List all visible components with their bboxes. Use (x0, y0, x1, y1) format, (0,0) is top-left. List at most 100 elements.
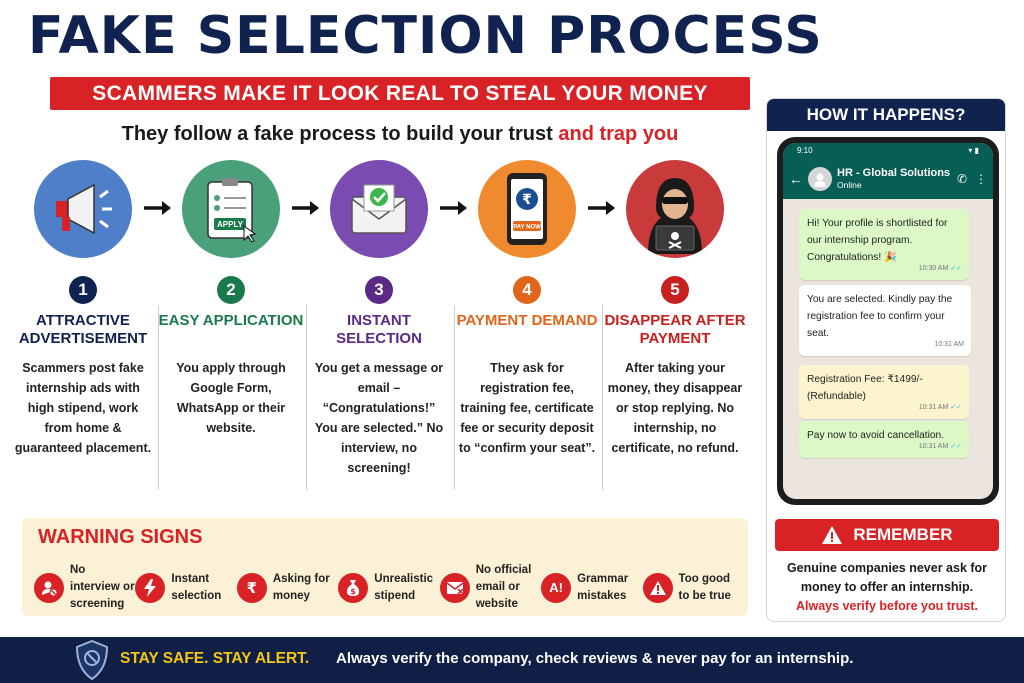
step-number: 2 (217, 276, 245, 304)
warning-sign: A! Grammar mistakes (541, 562, 642, 613)
warning-sign: $ Unrealistic stipend (338, 562, 439, 613)
remember-text: Genuine companies never ask for money to… (773, 559, 1001, 616)
warning-sign: ₹ Asking for money (236, 562, 338, 613)
lightning-icon (135, 572, 166, 603)
phone-call-icon[interactable]: ✆ (956, 172, 967, 186)
warning-sign-label: Asking for money (272, 572, 330, 602)
step-number: 5 (661, 276, 689, 304)
pay-now-button-label: PAY NOW (513, 225, 541, 231)
warning-sign: Instant selection (135, 562, 236, 613)
divider (602, 305, 603, 490)
chat-name: HR - Global Solutions (837, 167, 951, 179)
status-time: 9:10 (797, 146, 813, 155)
warning-sign-label: Instant selection (171, 572, 222, 602)
message-text: Hi! Your profile is shortlisted for our … (807, 218, 948, 263)
read-ticks-icon: ✓✓ (950, 265, 962, 272)
tagline: They follow a fake process to build your… (50, 123, 750, 146)
message-text: Pay now to avoid cancellation. (807, 430, 945, 441)
arrow-right-icon (438, 198, 468, 218)
svg-text:$: $ (350, 587, 356, 596)
envelope-check-icon (330, 160, 428, 258)
alert-triangle-icon (642, 572, 673, 603)
step-title: EASY APPLICATION (158, 312, 304, 329)
step-body: They ask for registration fee, training … (458, 361, 596, 455)
step-1: 1 ATTRACTIVE ADVERTISEMENT Scammers post… (10, 160, 156, 458)
warning-signs-box: WARNING SIGNS No interview or screening … (22, 518, 748, 616)
signal-battery-icon: ▾ ▮ (968, 146, 979, 155)
hacker-icon (626, 160, 724, 258)
footer-text: Always verify the company, check reviews… (336, 650, 854, 667)
chat-header: ← HR - Global Solutions Online ✆ ⋮ (783, 159, 993, 199)
warning-sign-label: Grammar mistakes (577, 572, 629, 602)
chat-status: Online (837, 180, 862, 190)
step-number: 3 (365, 276, 393, 304)
divider (306, 305, 307, 490)
remember-body: Genuine companies never ask for money to… (786, 561, 988, 594)
chat-screen: 9:10 ▾ ▮ ← HR - Global Solutions Online … (783, 143, 993, 499)
divider (454, 305, 455, 490)
grammar-icon: A! (541, 572, 572, 603)
phone-mockup: 9:10 ▾ ▮ ← HR - Global Solutions Online … (777, 137, 999, 505)
more-menu-icon[interactable]: ⋮ (975, 172, 987, 186)
warning-sign-label: Too good to be true (678, 572, 731, 602)
back-arrow-icon[interactable]: ← (789, 171, 803, 187)
no-interview-icon (34, 572, 64, 603)
arrow-right-icon (586, 198, 616, 218)
warning-sign-label: No official email or website (475, 564, 532, 610)
divider (158, 305, 159, 490)
read-ticks-icon: ✓✓ (950, 443, 962, 450)
remember-title: REMEMBER (853, 525, 953, 544)
step-number: 1 (69, 276, 97, 304)
chat-message: Hi! Your profile is shortlisted for our … (799, 209, 969, 280)
tagline-accent: and trap you (558, 123, 679, 145)
step-2: APPLY 2 EASY APPLICATION You apply throu… (158, 160, 304, 438)
step-title: INSTANT SELECTION (336, 312, 422, 347)
remember-accent: Always verify before you trust. (795, 599, 978, 613)
footer-alert: STAY SAFE. STAY ALERT. (120, 650, 310, 667)
step-4: ₹ PAY NOW 4 PAYMENT DEMAND They ask for … (454, 160, 600, 458)
step-body: Scammers post fake internship ads with h… (14, 361, 152, 455)
warning-signs-list: No interview or screening Instant select… (34, 562, 744, 613)
warning-sign-label: No interview or screening (70, 564, 135, 610)
page-title: FAKE SELECTION PROCESS (28, 6, 823, 66)
subtitle-banner: SCAMMERS MAKE IT LOOK REAL TO STEAL YOUR… (50, 77, 750, 110)
alert-triangle-icon (822, 526, 843, 544)
status-bar: 9:10 ▾ ▮ (783, 143, 993, 159)
apply-button-label: APPLY (217, 220, 244, 229)
arrow-right-icon (290, 198, 320, 218)
warning-sign: Too good to be true (642, 562, 744, 613)
process-steps: 1 ATTRACTIVE ADVERTISEMENT Scammers post… (10, 160, 748, 500)
panel-title: HOW IT HAPPENS? (767, 99, 1005, 131)
warning-title: WARNING SIGNS (38, 526, 203, 548)
step-3: 3 INSTANT SELECTION You get a message or… (306, 160, 452, 478)
no-email-icon (439, 572, 470, 603)
message-text: Registration Fee: ₹1499/- (Refundable) (807, 374, 923, 402)
phone-rupee-icon: ₹ PAY NOW (478, 160, 576, 258)
step-5: 5 DISAPPEAR AFTER PAYMENT After taking y… (602, 160, 748, 458)
shield-icon (75, 639, 109, 681)
message-time: 10:31 AM (934, 341, 964, 348)
message-text: You are selected. Kindly pay the registr… (807, 294, 953, 339)
money-bag-icon: $ (338, 572, 369, 603)
chat-message: You are selected. Kindly pay the registr… (799, 285, 971, 356)
rupee-icon: ₹ (236, 572, 267, 603)
form-icon: APPLY (182, 160, 280, 258)
step-body: After taking your money, they disappear … (607, 361, 743, 455)
footer-bar: STAY SAFE. STAY ALERT. Always verify the… (0, 637, 1024, 683)
tagline-main: They follow a fake process to build your… (121, 123, 553, 145)
svg-text:₹: ₹ (522, 192, 532, 208)
warning-sign-label: Unrealistic stipend (374, 572, 434, 602)
avatar (808, 167, 832, 191)
remember-banner: REMEMBER (775, 519, 999, 551)
step-title: ATTRACTIVE ADVERTISEMENT (18, 312, 148, 347)
message-time: 10:30 AM ✓✓ (918, 265, 962, 272)
megaphone-icon (34, 160, 132, 258)
how-it-happens-panel: HOW IT HAPPENS? 9:10 ▾ ▮ ← HR - Global S… (766, 98, 1006, 622)
warning-sign: No official email or website (439, 562, 541, 613)
step-body: You get a message or email – “Congratula… (314, 361, 444, 475)
chat-message: Pay now to avoid cancellation. 10:31 AM … (799, 421, 969, 458)
warning-sign: No interview or screening (34, 562, 135, 613)
step-number: 4 (513, 276, 541, 304)
read-ticks-icon: ✓✓ (950, 404, 962, 411)
message-time: 10:31 AM ✓✓ (918, 443, 962, 450)
